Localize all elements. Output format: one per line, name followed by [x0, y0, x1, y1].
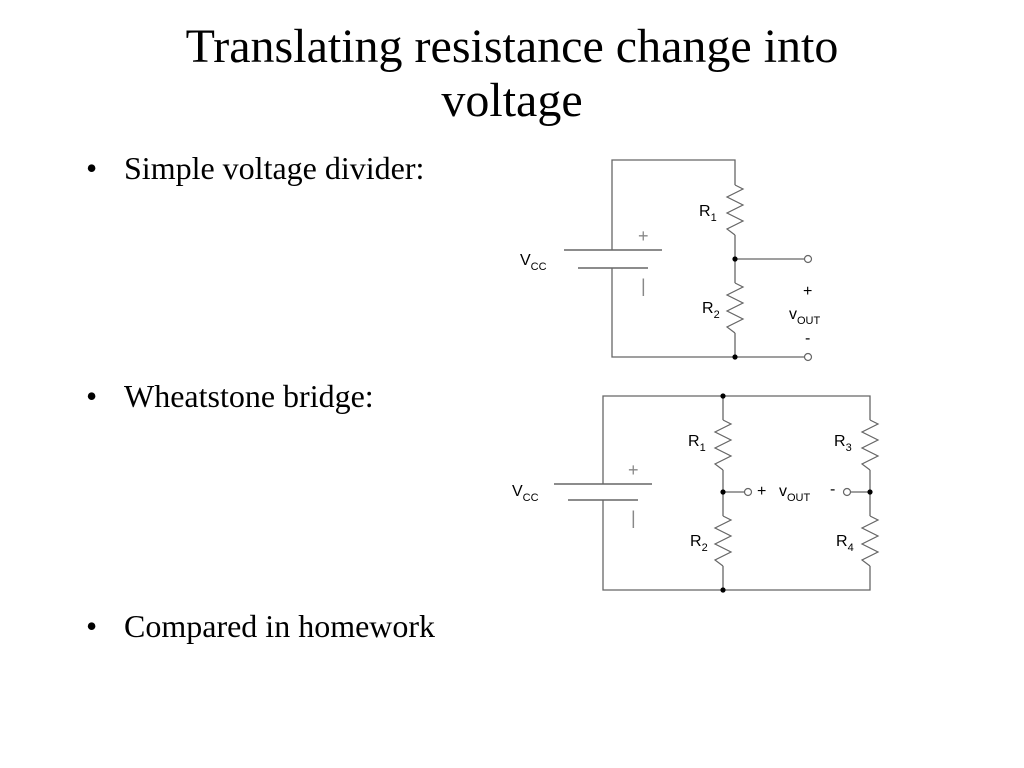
bridge-top-node — [720, 393, 726, 399]
bridge-output-terminal-left — [743, 487, 753, 497]
divider-output-minus: - — [805, 330, 810, 347]
bullet-text: Wheatstone bridge: — [124, 378, 374, 414]
divider-junction-node — [732, 256, 738, 262]
divider-vout-label: vOUT — [789, 306, 821, 327]
divider-battery: + | — [564, 226, 662, 296]
bridge-output-minus: - — [830, 481, 835, 498]
divider-vcc-label: VCC — [520, 252, 547, 273]
bridge-resistor-r2 — [713, 515, 733, 567]
bridge-r4-label: R4 — [836, 533, 854, 554]
bridge-r3-label: R3 — [834, 433, 852, 454]
bridge-left-mid-node — [720, 489, 726, 495]
battery-minus-sign: | — [631, 508, 636, 528]
divider-output-terminal-bottom — [803, 352, 813, 362]
divider-output-terminal-top — [803, 254, 813, 264]
bridge-r2-label: R2 — [690, 533, 708, 554]
wheatstone-bridge-circuit: + | VCC R1 R2 R3 R4 + vOUT - — [512, 393, 880, 593]
divider-wires — [611, 159, 805, 358]
bridge-resistor-r4 — [860, 515, 880, 567]
bullet-wheatstone-bridge: • Wheatstone bridge: — [86, 378, 374, 414]
bridge-resistor-r1 — [713, 419, 733, 471]
bridge-battery: + | — [554, 460, 652, 528]
divider-ground-node — [732, 354, 738, 360]
bridge-output-terminal-right — [842, 487, 852, 497]
battery-minus-sign: | — [641, 276, 646, 296]
bullet-text: Compared in homework — [124, 608, 436, 644]
battery-plus-sign: + — [638, 226, 649, 246]
bridge-vout-label: vOUT — [779, 483, 811, 504]
bullet-text: Simple voltage divider: — [124, 150, 425, 186]
bullet-dot: • — [86, 378, 98, 414]
bridge-bottom-node — [720, 587, 726, 593]
bullet-dot: • — [86, 150, 98, 186]
battery-plus-sign: + — [628, 460, 639, 480]
bridge-resistor-r3 — [860, 419, 880, 471]
title-line-1: Translating resistance change into — [185, 20, 839, 73]
voltage-divider-circuit: + | VCC R1 R2 + vOUT - — [520, 159, 821, 362]
title-line-2: voltage — [441, 74, 583, 127]
divider-r2-label: R2 — [702, 300, 720, 321]
bridge-output-plus: + — [757, 483, 766, 500]
slide-title: Translating resistance change into volta… — [62, 20, 962, 128]
bridge-right-mid-node — [867, 489, 873, 495]
bridge-r1-label: R1 — [688, 433, 706, 454]
divider-output-plus: + — [803, 283, 812, 300]
bridge-wires — [602, 395, 871, 591]
divider-resistor-r1 — [725, 184, 745, 236]
bullet-voltage-divider: • Simple voltage divider: — [86, 150, 424, 186]
bullet-dot: • — [86, 608, 98, 644]
divider-r1-label: R1 — [699, 203, 717, 224]
divider-resistor-r2 — [725, 282, 745, 334]
bullet-homework: • Compared in homework — [86, 608, 435, 644]
bridge-vcc-label: VCC — [512, 483, 539, 504]
